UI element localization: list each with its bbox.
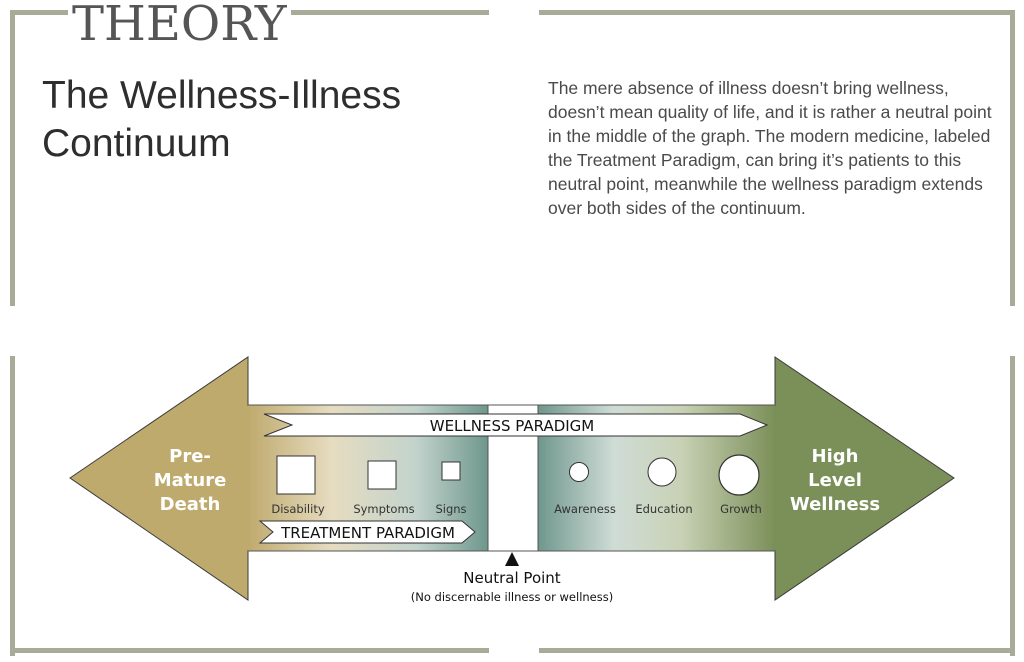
education-circle-icon (647, 457, 677, 487)
symptoms-square-icon (367, 460, 397, 490)
right-joint-fill (773, 406, 777, 550)
treatment-paradigm-label: TREATMENT PARADIGM (280, 524, 455, 542)
frame-left-lower (10, 356, 15, 656)
frame-right-upper (1010, 10, 1015, 306)
illness-marker-label: Disability (271, 502, 324, 516)
section-label: THEORY (68, 0, 291, 54)
wellness-paradigm-banner (263, 413, 769, 437)
disability-square-icon (276, 455, 316, 495)
right-end-label-line: Level (808, 470, 862, 491)
left-end-label-line: Mature (154, 470, 227, 491)
right-end-label-line: Wellness (790, 494, 880, 515)
illness-marker-label: Symptoms (353, 502, 414, 516)
growth-circle-icon (718, 454, 760, 496)
wellness-marker-label: Awareness (554, 502, 616, 516)
neutral-point-triangle-icon (505, 552, 519, 566)
slide-title-line-1: The Wellness-Illness (42, 74, 402, 117)
right-arrowhead (774, 356, 955, 601)
slide-description: The mere absence of illness doesn’t brin… (548, 78, 992, 218)
left-end-label-line: Death (160, 494, 221, 515)
frame-bottom-right (539, 648, 1015, 653)
left-end-label-line: Pre- (169, 446, 211, 467)
right-end-label-line: High (812, 446, 859, 467)
frame-right-lower (1010, 356, 1015, 656)
wellness-paradigm-label: WELLNESS PARADIGM (430, 417, 595, 435)
signs-square-icon (441, 461, 461, 481)
frame-bottom-left (10, 648, 489, 653)
wellness-marker-label: Growth (720, 502, 762, 516)
neutral-point-label: Neutral Point (463, 569, 560, 587)
slide-title: The Wellness-Illness Continuum (42, 72, 401, 168)
awareness-circle-icon (569, 462, 589, 482)
frame-left-upper (10, 10, 15, 306)
illness-marker-label: Signs (435, 502, 466, 516)
left-joint-fill (246, 406, 250, 550)
neutral-point-sublabel: (No discernable illness or wellness) (411, 590, 613, 604)
frame-top-right (539, 10, 1015, 15)
slide-title-line-2: Continuum (42, 122, 231, 165)
wellness-marker-label: Education (635, 502, 692, 516)
treatment-paradigm-banner (258, 520, 476, 544)
